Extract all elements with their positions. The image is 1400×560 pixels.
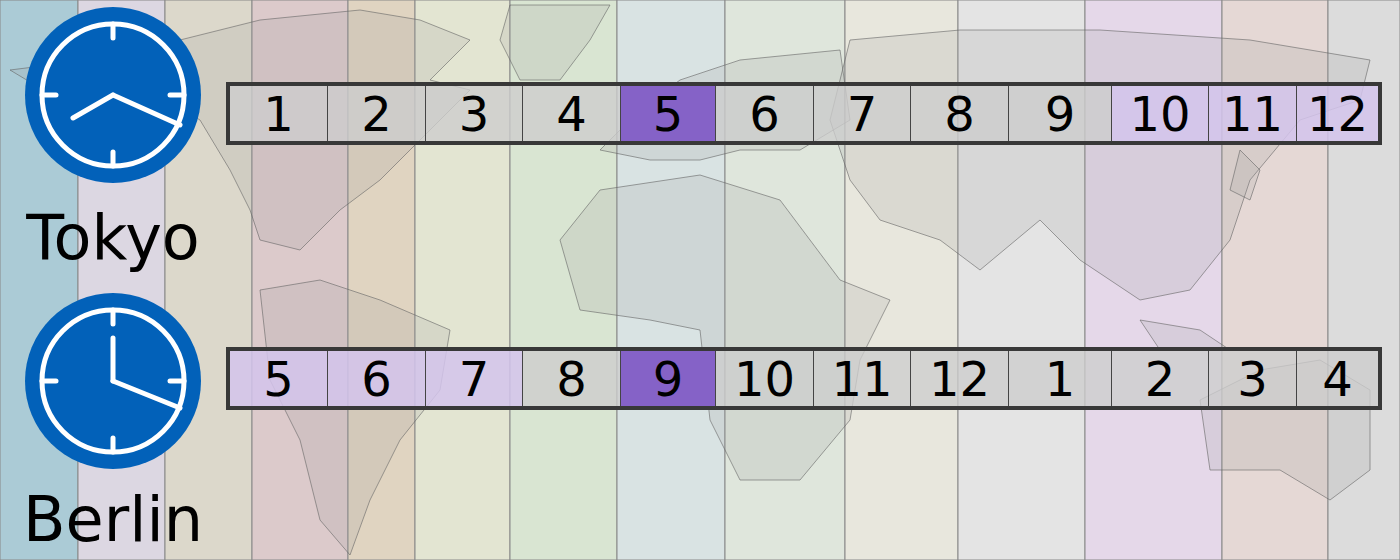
hour-number: 10 bbox=[1129, 90, 1190, 138]
hour-number: 12 bbox=[929, 355, 990, 403]
hour-number: 3 bbox=[1237, 355, 1268, 403]
hour-number: 6 bbox=[749, 90, 780, 138]
hour-cell: 11 bbox=[814, 351, 911, 406]
hour-cell: 12 bbox=[1297, 86, 1378, 141]
hour-cell: 2 bbox=[1112, 351, 1209, 406]
hour-cell: 5 bbox=[230, 351, 328, 406]
hour-number: 3 bbox=[459, 90, 490, 138]
hour-cell: 10 bbox=[716, 351, 814, 406]
hour-cell: 12 bbox=[911, 351, 1009, 406]
clock-icon bbox=[25, 7, 201, 183]
hour-number: 6 bbox=[361, 355, 392, 403]
hour-number: 5 bbox=[653, 90, 684, 138]
hour-cell: 1 bbox=[1009, 351, 1112, 406]
hour-number: 7 bbox=[459, 355, 490, 403]
hour-cell: 2 bbox=[328, 86, 426, 141]
clock-icon bbox=[25, 293, 201, 469]
hour-number: 5 bbox=[263, 355, 294, 403]
hour-cell: 9 bbox=[1009, 86, 1112, 141]
hour-cell: 8 bbox=[911, 86, 1009, 141]
hour-number: 8 bbox=[944, 90, 975, 138]
hour-cell: 11 bbox=[1209, 86, 1297, 141]
hour-cell: 3 bbox=[426, 86, 523, 141]
hour-number: 2 bbox=[361, 90, 392, 138]
hour-cell: 10 bbox=[1112, 86, 1209, 141]
hour-number: 4 bbox=[556, 90, 587, 138]
hour-cell: 6 bbox=[716, 86, 814, 141]
hour-cell: 6 bbox=[328, 351, 426, 406]
hour-cell: 7 bbox=[426, 351, 523, 406]
hour-number: 1 bbox=[1045, 355, 1076, 403]
hour-cell: 7 bbox=[814, 86, 911, 141]
hour-cell: 9 bbox=[621, 351, 716, 406]
hour-number: 9 bbox=[653, 355, 684, 403]
hour-cell: 4 bbox=[523, 86, 621, 141]
hour-number: 7 bbox=[847, 90, 878, 138]
hour-number: 2 bbox=[1145, 355, 1176, 403]
hour-number: 1 bbox=[263, 90, 294, 138]
hour-number: 4 bbox=[1322, 355, 1353, 403]
hour-cell: 1 bbox=[230, 86, 328, 141]
city-label: Berlin bbox=[23, 489, 203, 551]
hour-number: 10 bbox=[734, 355, 795, 403]
hour-cell: 4 bbox=[1297, 351, 1378, 406]
hour-number: 9 bbox=[1045, 90, 1076, 138]
hour-cell: 5 bbox=[621, 86, 716, 141]
hour-number: 12 bbox=[1307, 90, 1368, 138]
city-label: Tokyo bbox=[26, 207, 200, 269]
hour-number: 11 bbox=[1222, 90, 1283, 138]
hour-number: 11 bbox=[831, 355, 892, 403]
hour-cell: 3 bbox=[1209, 351, 1297, 406]
hour-cell: 8 bbox=[523, 351, 621, 406]
hour-number: 8 bbox=[556, 355, 587, 403]
